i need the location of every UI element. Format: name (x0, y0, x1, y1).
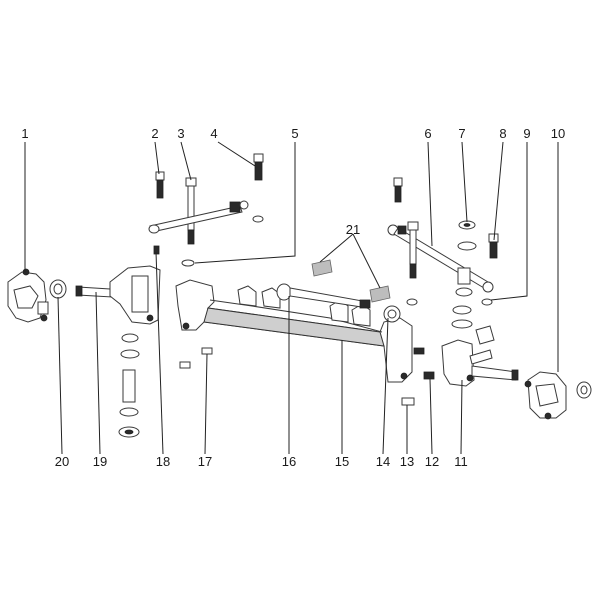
right-top-bolt (393, 177, 403, 203)
callout-7: 7 (458, 126, 465, 141)
callout-11: 11 (454, 454, 468, 469)
callout-4: 4 (210, 126, 217, 141)
callout-18: 18 (156, 454, 170, 469)
callout-15: 15 (335, 454, 349, 469)
part-9-washer (481, 298, 493, 306)
part-11-right-knuckle (441, 325, 519, 387)
part-2-bolt (155, 171, 165, 199)
part-6-right-tie-rod (387, 224, 494, 293)
callout-9: 9 (523, 126, 530, 141)
part-19-left-knuckle (75, 265, 161, 325)
part-1-left-brake-caliper (7, 268, 49, 323)
part-15-axle-beam (175, 279, 413, 383)
right-small-washer (406, 298, 418, 306)
callout-labels: 1 2 3 4 5 6 7 8 9 10 11 12 13 14 15 16 1… (21, 126, 565, 469)
callout-12: 12 (425, 454, 439, 469)
callout-8: 8 (499, 126, 506, 141)
part-17-nut (201, 347, 213, 355)
part-3-kingpin (185, 177, 197, 245)
part-20-nut (49, 279, 67, 299)
part-14-bushing (383, 305, 401, 323)
left-kingpin-stack (118, 333, 140, 438)
part-12-bolt (423, 371, 435, 380)
callout-10: 10 (551, 126, 565, 141)
callout-2: 2 (151, 126, 158, 141)
callout-3: 3 (177, 126, 184, 141)
right-kingpin-stack (451, 267, 473, 329)
callout-21: 21 (346, 222, 360, 237)
part-5-washer (181, 259, 195, 267)
part-7-washer (457, 220, 477, 251)
callout-19: 19 (93, 454, 107, 469)
callout-20: 20 (55, 454, 69, 469)
callout-5: 5 (291, 126, 298, 141)
callout-17: 17 (198, 454, 212, 469)
part-8-bolt (488, 233, 499, 259)
callout-13: 13 (400, 454, 414, 469)
callout-1: 1 (21, 126, 28, 141)
part-10-right-brake-caliper (524, 371, 567, 420)
part-16-long-bolt (276, 283, 371, 309)
callout-16: 16 (282, 454, 296, 469)
right-outer-nut (576, 381, 592, 399)
part-4-bolt (253, 153, 264, 181)
right-axle-bolt (413, 347, 425, 355)
callout-14: 14 (376, 454, 390, 469)
part-13-nut (401, 397, 415, 406)
callout-6: 6 (424, 126, 431, 141)
part-21-sleeves (311, 259, 391, 303)
right-kingpin (407, 221, 419, 279)
left-tie-rod-washer (252, 215, 264, 223)
left-axle-nut (179, 361, 191, 369)
left-tie-rod (148, 200, 249, 234)
leader-lines (24, 141, 559, 455)
